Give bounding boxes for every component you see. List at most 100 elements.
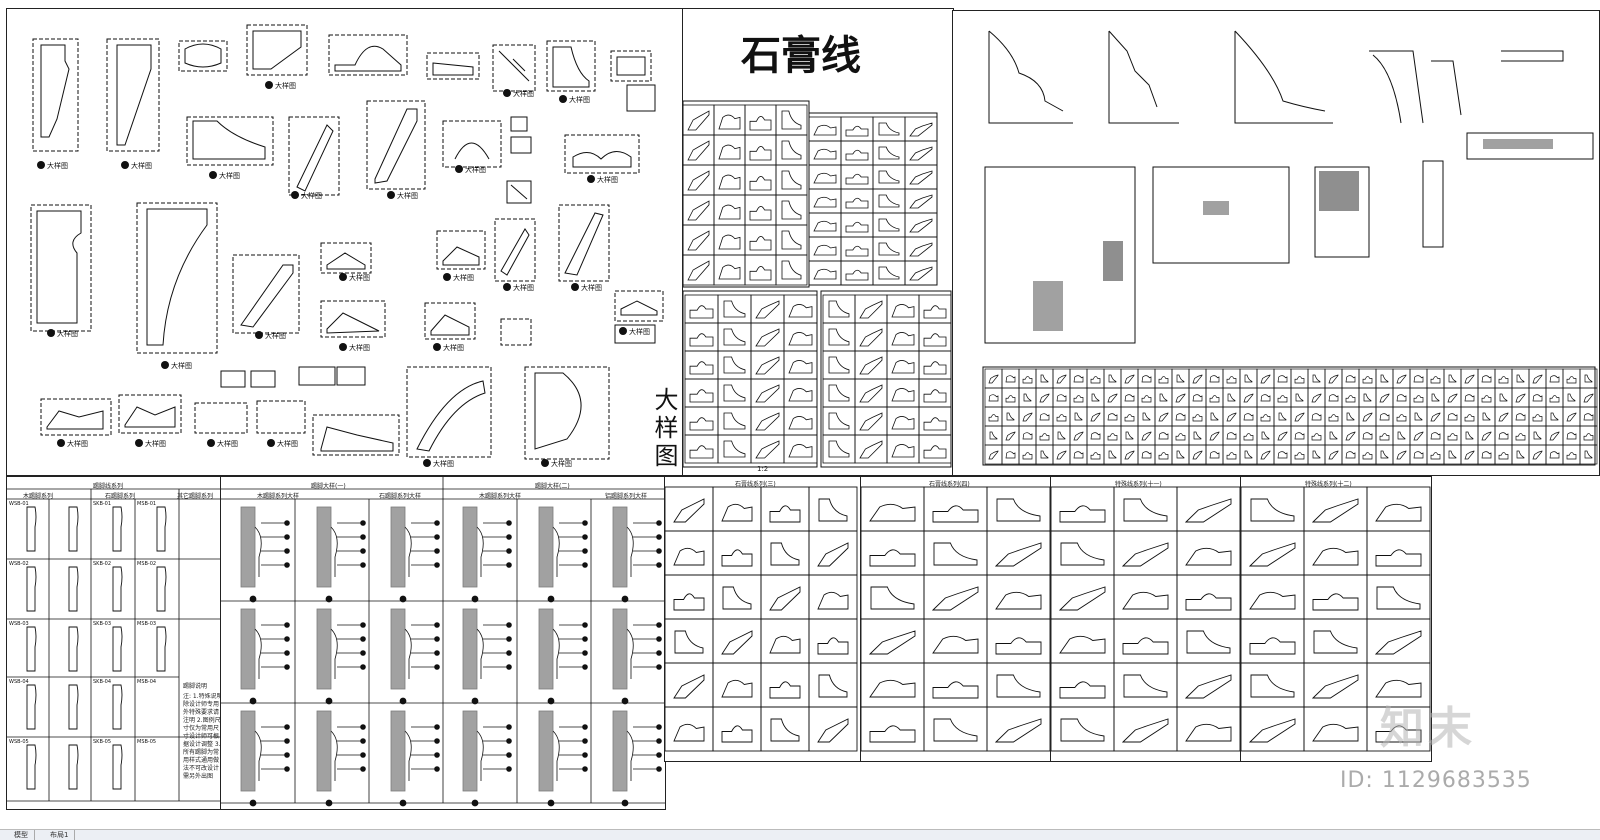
construction-cell: [1375, 425, 1394, 446]
construction-cell: [1409, 368, 1428, 389]
catalog-profile: [878, 242, 900, 256]
construction-profile: [988, 414, 999, 422]
construction-profile: [1125, 431, 1134, 440]
leader-dot: [582, 622, 588, 628]
construction-profile: [1362, 376, 1373, 384]
catalog-cell: [872, 260, 906, 286]
profile-cell: [808, 706, 858, 752]
profile-cell: [808, 574, 858, 620]
construction-profile: [1583, 433, 1594, 441]
catalog-profile: [923, 389, 947, 403]
construction-cell: [1290, 444, 1309, 465]
tab-model[interactable]: 模型: [8, 830, 35, 840]
catalog-profile: [878, 218, 900, 232]
catalog-profile: [687, 170, 710, 191]
catalog-cell: [717, 294, 752, 324]
leader-dot: [284, 636, 290, 642]
skirting-profile: [26, 626, 37, 672]
profile-shape: [869, 725, 916, 743]
construction-cell: [1256, 368, 1275, 389]
construction-profile: [1074, 412, 1083, 421]
leader-dot: [582, 738, 588, 744]
construction-profile: [988, 450, 999, 460]
construction-cell: [1392, 406, 1411, 427]
construction-profile: [1124, 374, 1135, 384]
construction-cell: [1120, 444, 1139, 465]
leader-dot: [582, 534, 588, 540]
construction-profile: [1396, 414, 1407, 422]
profile-cell: [923, 618, 988, 664]
catalog-profile: [859, 328, 883, 347]
catalog-profile: [891, 332, 915, 346]
skirting-profile: [26, 684, 37, 730]
construction-profile: [1073, 451, 1084, 459]
construction-cell: [1239, 387, 1258, 408]
construction-profile: [1464, 414, 1475, 422]
construction-profile: [1107, 433, 1118, 441]
catalog-profile: [718, 264, 741, 280]
profile-cell: [760, 618, 810, 664]
wall-hatch: [462, 608, 478, 690]
skirting-section: [626, 730, 634, 781]
construction-profile: [1396, 374, 1407, 384]
construction-cell: [1239, 406, 1258, 427]
skirting-section: [476, 526, 484, 577]
leader-dot: [506, 636, 512, 642]
catalog-profile: [859, 300, 883, 319]
profile-cell: [861, 618, 925, 664]
profile-shape: [817, 718, 849, 743]
wall-hatch: [316, 506, 332, 588]
profile-shape: [1060, 718, 1105, 742]
construction-profile: [1158, 452, 1169, 460]
construction-profile: [1056, 414, 1067, 422]
skirting-profile: [68, 626, 79, 672]
profile-cell: [1176, 486, 1241, 532]
skirting-section: [330, 526, 338, 577]
catalog-profile: [845, 245, 869, 257]
catalog-profile: [718, 144, 741, 160]
catalog-profile: [687, 140, 710, 161]
catalog-profile: [845, 173, 869, 185]
construction-cell: [1477, 387, 1496, 408]
profile-shape: [1121, 718, 1169, 743]
construction-cell: [1562, 368, 1581, 389]
profile-shape: [818, 674, 848, 698]
leader-dot: [284, 534, 290, 540]
catalog-profile: [878, 170, 900, 184]
profile-shape: [817, 591, 849, 610]
catalog-profile: [845, 149, 869, 161]
catalog-profile: [689, 389, 714, 403]
construction-profile: [1362, 452, 1373, 460]
skirting-code-r1c3: MSB-01: [137, 501, 157, 507]
catalog-profile: [828, 440, 850, 458]
construction-profile: [1567, 393, 1576, 402]
profile-shape: [1375, 503, 1422, 522]
profile-shape: [931, 586, 979, 611]
catalog-profile: [781, 170, 802, 190]
profile-cell: [1051, 706, 1115, 752]
wall-hatch: [390, 506, 406, 588]
profile-cell: [665, 530, 714, 576]
construction-cell: [1256, 444, 1275, 465]
leader-dot: [656, 766, 662, 772]
construction-cell: [1579, 406, 1598, 427]
detail-sheet: 大样图 大样图 大样图 大样图 大样图 大样图 大样图 大样图 大样图 大样图 …: [6, 8, 684, 476]
catalog-profile: [788, 360, 813, 374]
profile-shape: [721, 630, 753, 655]
profile-cell: [665, 574, 714, 620]
leader-dot: [506, 738, 512, 744]
profile-shape: [932, 681, 979, 699]
wall-hatch: [390, 710, 406, 792]
construction-cell: [984, 406, 1003, 427]
detail-label-9: 大样图: [465, 166, 486, 174]
detail-label-22: 大样图: [145, 440, 166, 448]
catalog-cell: [872, 116, 906, 142]
profile-cell: [808, 618, 858, 664]
profile-shape: [673, 723, 705, 742]
skirting-profile: [68, 684, 79, 730]
construction-cell: [1018, 444, 1037, 465]
construction-profile: [1158, 432, 1169, 440]
skirting-code-r2c1: WSB-02: [9, 561, 29, 567]
tab-layout-1[interactable]: 布局1: [44, 830, 76, 840]
profile-cell: [808, 662, 858, 708]
